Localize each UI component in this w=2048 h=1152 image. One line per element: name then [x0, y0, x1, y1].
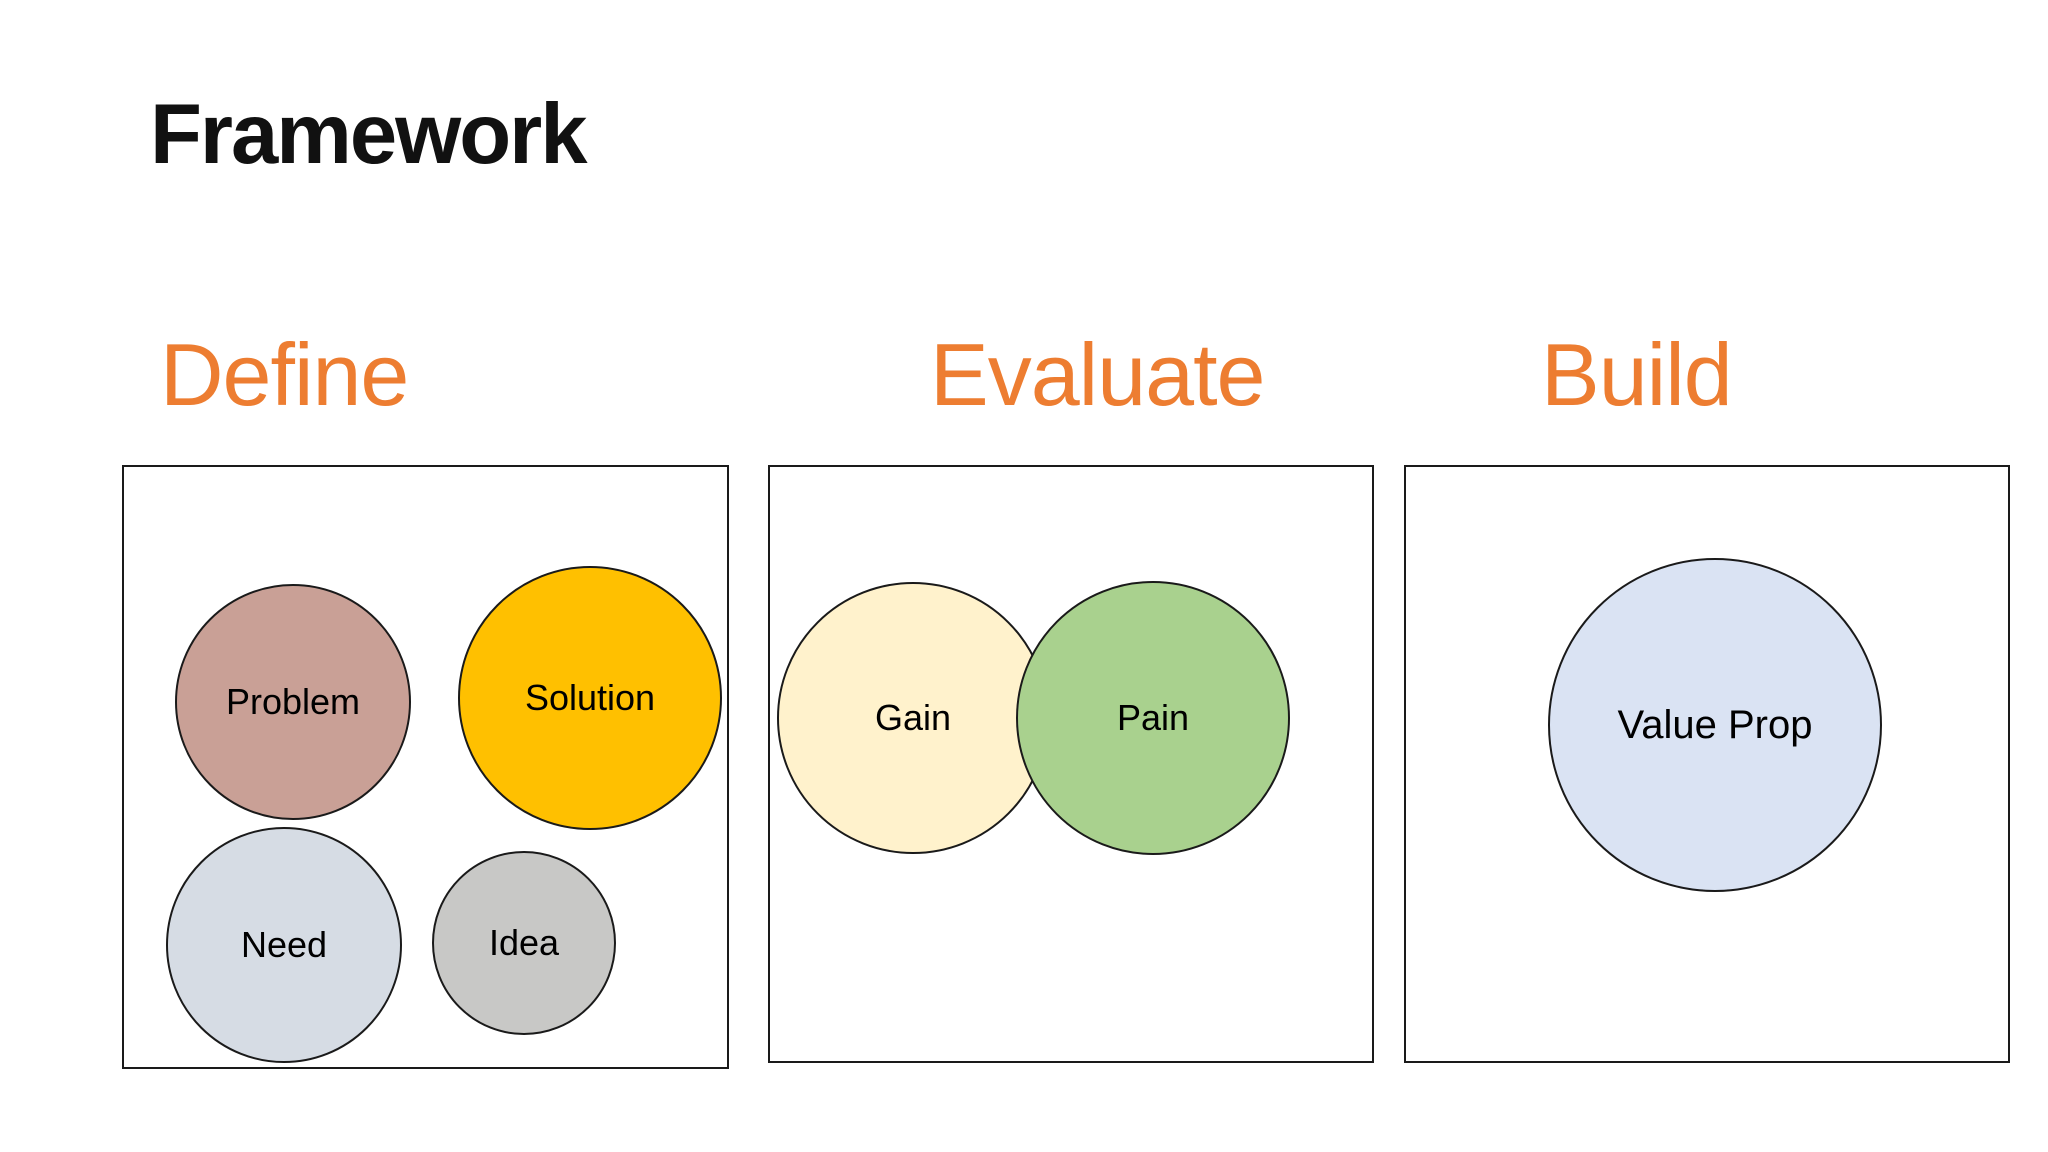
evaluate-panel: Gain Pain — [768, 465, 1374, 1063]
section-heading-define: Define — [160, 325, 409, 424]
problem-circle: Problem — [175, 584, 411, 820]
gain-circle: Gain — [777, 582, 1049, 854]
idea-circle: Idea — [432, 851, 616, 1035]
value-prop-circle-label: Value Prop — [1617, 703, 1813, 747]
solution-circle: Solution — [458, 566, 722, 830]
section-heading-build: Build — [1541, 325, 1733, 424]
gain-circle-label: Gain — [874, 697, 952, 739]
problem-circle-label: Problem — [225, 681, 361, 723]
idea-circle-label: Idea — [488, 922, 560, 964]
need-circle: Need — [166, 827, 402, 1063]
pain-circle-label: Pain — [1116, 697, 1190, 739]
value-prop-circle: Value Prop — [1548, 558, 1882, 892]
solution-circle-label: Solution — [524, 677, 656, 719]
page-title: Framework — [150, 87, 588, 182]
section-heading-evaluate: Evaluate — [930, 325, 1265, 424]
need-circle-label: Need — [240, 924, 328, 966]
define-panel: Problem Solution Need Idea — [122, 465, 729, 1069]
build-panel: Value Prop — [1404, 465, 2010, 1063]
pain-circle: Pain — [1016, 581, 1290, 855]
